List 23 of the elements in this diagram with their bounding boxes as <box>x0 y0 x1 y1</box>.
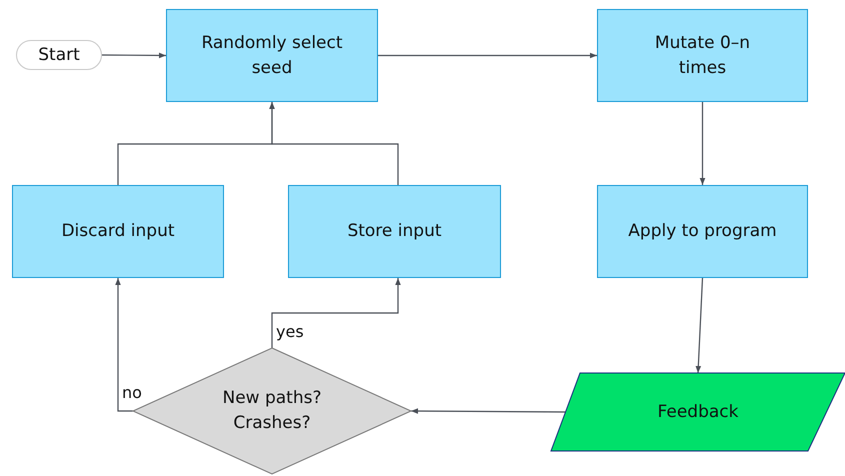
node-label: New paths? Crashes? <box>221 387 322 435</box>
node-label: Start <box>38 44 80 67</box>
node-label: Mutate 0–n times <box>654 32 752 80</box>
node-label: Discard input <box>61 220 175 244</box>
start-terminal <box>16 40 102 70</box>
process-box <box>12 185 224 278</box>
node-label: Store input <box>347 220 442 244</box>
connector-arrow <box>269 102 399 185</box>
connector-arrow <box>271 278 401 348</box>
process-box <box>597 9 808 102</box>
node-label: Feedback <box>658 400 738 424</box>
connector-arrow <box>700 102 706 185</box>
connector-arrow <box>115 278 133 412</box>
data-parallelogram <box>551 373 845 451</box>
process-box <box>166 9 378 102</box>
process-box <box>288 185 501 278</box>
connector-arrow <box>696 278 704 374</box>
connector-arrow <box>378 52 597 58</box>
process-box <box>597 185 808 278</box>
node-label: Randomly select seed <box>200 32 344 80</box>
connector-arrow <box>411 408 566 414</box>
node-label: Apply to program <box>628 220 777 244</box>
connector-arrow <box>102 52 166 58</box>
